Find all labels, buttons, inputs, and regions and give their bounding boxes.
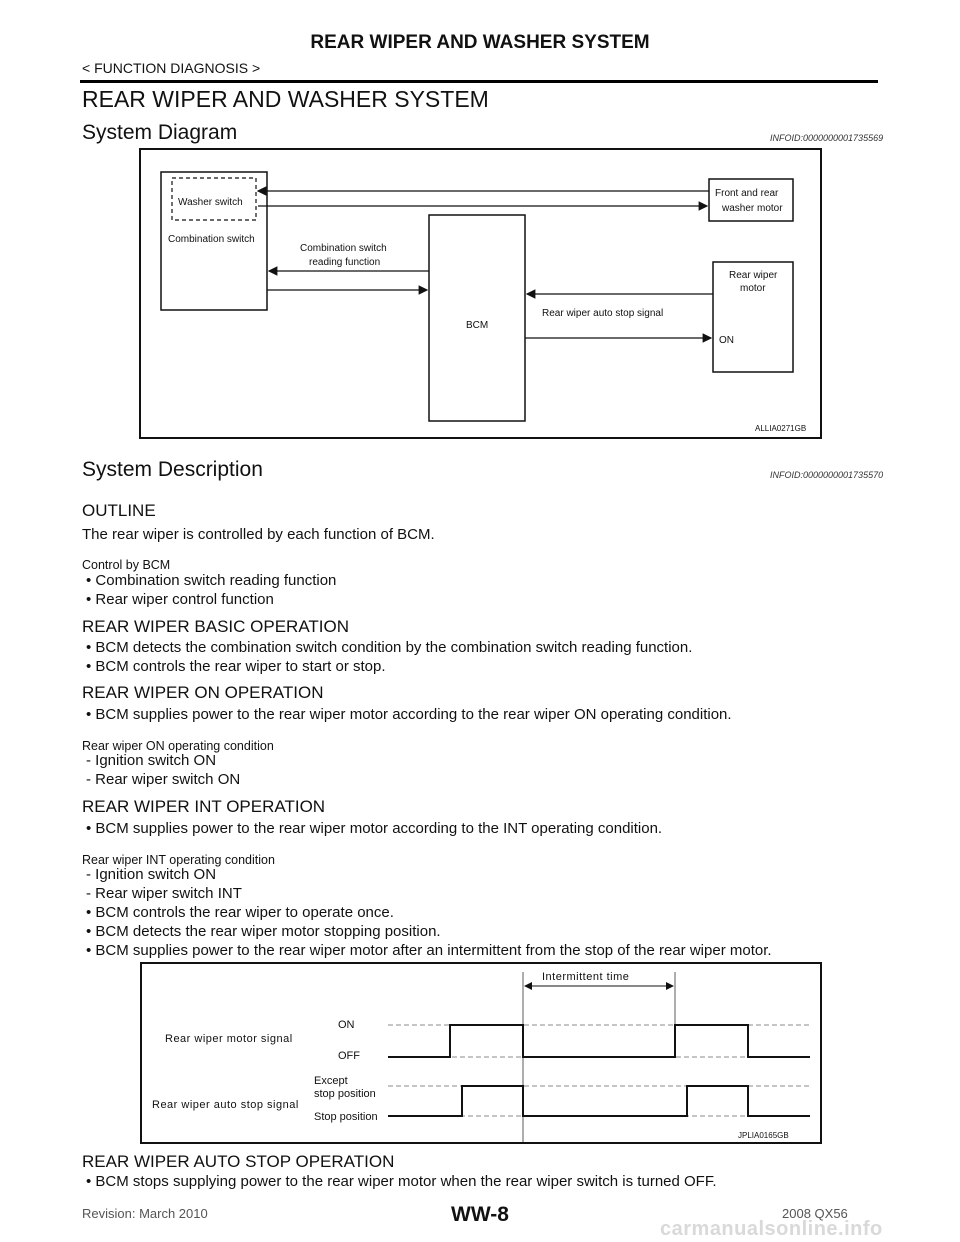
comb-reading-label-1: Combination switch [300,243,387,254]
int-op-item2: • BCM supplies power to the rear wiper m… [86,942,772,959]
timing-diagram-figure: Intermittent time Rear wiper motor signa… [140,962,822,1144]
figure-id: ALLIA0271GB [755,424,806,433]
section-title-diagram: System Diagram [82,121,238,144]
washer-switch-box [171,177,257,221]
main-title: REAR WIPER AND WASHER SYSTEM [82,86,489,112]
page-header-title: REAR WIPER AND WASHER SYSTEM [310,32,650,53]
on-op-heading: REAR WIPER ON OPERATION [82,683,324,702]
rear-wiper-motor-box [712,261,794,373]
outline-text: The rear wiper is controlled by each fun… [82,526,435,543]
infoid-description: INFOID:0000000001735570 [770,470,884,480]
auto-stop-heading: REAR WIPER AUTO STOP OPERATION [82,1152,395,1171]
basic-op-item: • BCM controls the rear wiper to start o… [86,658,386,675]
motor-off-label: OFF [338,1050,360,1062]
system-diagram-svg: Washer switch Combination switch BCM Fro… [160,171,806,433]
int-op-condition: - Rear wiper switch INT [86,885,242,902]
infoid-diagram: INFOID:0000000001735569 [770,133,884,143]
figure-id: JPLIA0165GB [738,1131,789,1140]
footer-revision: Revision: March 2010 [82,1206,208,1221]
control-by-bcm-label: Control by BCM [82,558,171,572]
on-op-condition: - Rear wiper switch ON [86,771,241,788]
page-header-subtitle: < FUNCTION DIAGNOSIS > [82,60,261,76]
motor-signal-label: Rear wiper motor signal [165,1033,293,1045]
int-op-item2: • BCM controls the rear wiper to operate… [86,904,394,921]
motor-signal-waveform [388,1024,810,1058]
int-op-condition-label: Rear wiper INT operating condition [82,853,275,867]
watermark: carmanualsonline.info [660,1218,883,1240]
outline-heading: OUTLINE [82,501,156,520]
on-op-item: • BCM supplies power to the rear wiper m… [86,706,732,723]
outline-item: • Rear wiper control function [86,591,274,608]
int-op-item2: • BCM detects the rear wiper motor stopp… [86,923,441,940]
system-diagram-figure: Washer switch Combination switch BCM Fro… [139,148,822,439]
header-rule [80,80,878,83]
timing-diagram-svg: Intermittent time Rear wiper motor signa… [152,971,810,1142]
intermittent-time-label: Intermittent time [542,971,629,983]
except-label-1: Except [314,1075,348,1087]
int-op-heading: REAR WIPER INT OPERATION [82,797,326,816]
auto-stop-waveform [388,1085,810,1117]
bcm-label: BCM [466,320,488,331]
comb-reading-label-2: reading function [309,257,380,268]
combination-switch-box [160,171,268,311]
stop-position-label: Stop position [314,1111,378,1123]
on-op-condition-label: Rear wiper ON operating condition [82,739,274,753]
auto-stop-item: • BCM stops supplying power to the rear … [86,1173,717,1190]
footer-page-number: WW-8 [451,1203,509,1226]
bcm-box [428,214,526,422]
auto-stop-label: Rear wiper auto stop signal [542,308,663,319]
washer-motor-box [708,178,794,222]
footer-model: 2008 QX56 [782,1206,848,1221]
basic-op-heading: REAR WIPER BASIC OPERATION [82,617,350,636]
basic-op-item: • BCM detects the combination switch con… [86,639,693,656]
section-title-description: System Description [82,458,263,481]
except-label-2: stop position [314,1088,376,1100]
on-op-condition: - Ignition switch ON [86,752,217,769]
rear-wiper-motor-label-2: motor [740,283,766,294]
washer-motor-label-1: Front and rear [715,188,779,199]
motor-on-label: ON [338,1019,355,1031]
on-label: ON [719,335,734,346]
auto-stop-signal-label: Rear wiper auto stop signal [152,1099,299,1111]
int-op-condition: - Ignition switch ON [86,866,217,883]
outline-item: • Combination switch reading function [86,572,337,589]
washer-switch-label: Washer switch [178,197,243,208]
int-op-item: • BCM supplies power to the rear wiper m… [86,820,663,837]
combination-switch-label: Combination switch [168,234,255,245]
rear-wiper-motor-label-1: Rear wiper [729,270,778,281]
washer-motor-label-2: washer motor [721,203,783,214]
